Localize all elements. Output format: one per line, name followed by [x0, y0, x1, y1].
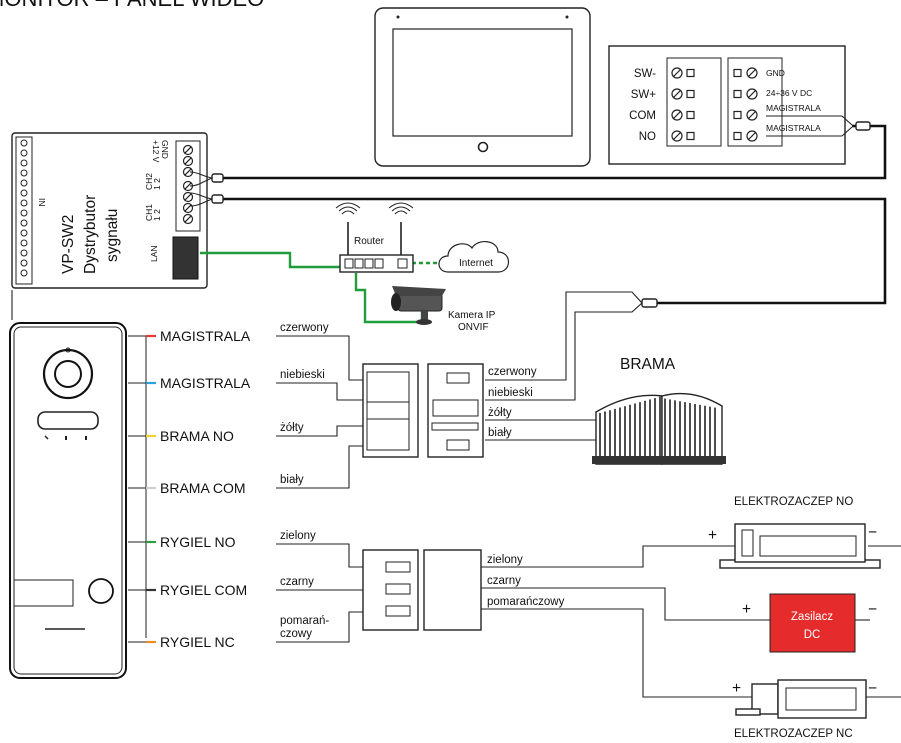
panel-terminal-7: RYGIEL NC	[128, 634, 235, 650]
terminal-sw-minus: SW-	[634, 68, 656, 80]
terminal-gnd: GND	[766, 68, 785, 78]
lock-nc-plus: +	[732, 680, 741, 697]
left-screw-terminals	[671, 67, 695, 142]
door-panel	[9, 322, 147, 679]
terminal-no: NO	[639, 131, 656, 143]
internet-cloud-icon: Internet	[438, 241, 510, 273]
gate: BRAMA	[592, 356, 726, 465]
panel-terminal-5: RYGIEL NO	[128, 534, 236, 550]
panel-terminals: MAGISTRALA MAGISTRALA BRAMA NO BRAMA COM RYG…	[128, 328, 251, 650]
name-plate	[13, 579, 74, 607]
upper-connector	[362, 363, 484, 458]
monitor-terminal-block: SW- SW+ COM NO GND 24÷36 V DC MAGISTRALA…	[608, 45, 846, 165]
wire-orange-label-1: pomarań-	[280, 615, 329, 627]
lock-no-label: ELEKTROZACZEP NO	[734, 496, 853, 508]
power-supply: Zasilacz DC + −	[742, 593, 877, 653]
distributor-left-terminals	[20, 139, 28, 277]
ip-camera-icon: Kamera IP ONVIF	[391, 286, 496, 333]
panel-terminal-label: BRAMA NO	[160, 428, 234, 444]
lock-nc: + − ELEKTROZACZEP NC	[732, 679, 877, 740]
panel-terminal-label: RYGIEL NO	[160, 534, 236, 550]
distributor-ch2-nums: 1 2	[152, 178, 162, 190]
panel-terminal-label: BRAMA COM	[160, 480, 246, 496]
header-title: MONITOR – PANEL WIDEO	[0, 0, 264, 11]
wire-green-label: zielony	[280, 530, 316, 542]
call-icon	[44, 435, 49, 440]
panel-terminal-label: MAGISTRALA	[160, 375, 251, 391]
network: Router Internet Kamera IP ONVIF	[200, 202, 510, 333]
panel-terminal-label: RYGIEL NC	[160, 634, 235, 650]
wire-blue-label: niebieski	[280, 369, 325, 381]
distributor-12v: +12 V	[151, 140, 161, 163]
monitor-button-icon	[477, 141, 489, 153]
wire-black-label-right: czarny	[487, 575, 521, 587]
wire-orange-label-right: pomarańczowy	[487, 596, 565, 608]
router-label: Router	[354, 236, 385, 247]
panel-terminal-label: MAGISTRALA	[160, 328, 251, 344]
distributor-ch1-nums: 1 2	[152, 209, 162, 221]
gate-bars	[599, 396, 716, 456]
distributor-ch2: CH2	[144, 173, 154, 190]
distributor-side-mark: IN	[37, 198, 47, 207]
psu-label-1: Zasilacz	[791, 611, 833, 623]
terminal-bus-2: MAGISTRALA	[766, 123, 821, 133]
panel-camera-lens	[54, 360, 82, 388]
wire-orange-label-2: czowy	[280, 628, 312, 640]
terminal-power: 24÷36 V DC	[766, 88, 812, 98]
wire-red-label-right: czerwony	[488, 366, 537, 378]
distributor-line2: sygnału	[104, 209, 121, 262]
wire-white-label-right: biały	[488, 427, 512, 439]
terminal-bus-1: MAGISTRALA	[766, 103, 821, 113]
wire-white-label: biały	[280, 474, 304, 486]
panel-terminal-2: MAGISTRALA	[128, 375, 251, 391]
panel-camera-ring	[42, 348, 94, 400]
psu-plus: +	[742, 601, 751, 618]
distributor-gnd: GND	[160, 140, 170, 159]
distributor-lan-label: LAN	[149, 245, 159, 262]
wifi-icon-right	[388, 202, 414, 215]
lock-no-plus: +	[708, 527, 717, 544]
lock-nc-label: ELEKTROZACZEP NC	[734, 728, 853, 740]
lower-connector	[362, 549, 482, 631]
upper-wires: czerwony niebieski żółty biały czerwony …	[276, 322, 600, 489]
trunk-cables	[11, 115, 887, 401]
terminal-com: COM	[629, 110, 656, 122]
monitor	[374, 7, 591, 167]
call-button	[88, 578, 114, 604]
panel-terminal-1: MAGISTRALA	[128, 328, 251, 344]
panel-terminal-label: RYGIEL COM	[160, 582, 247, 598]
psu-minus: −	[868, 601, 877, 618]
lower-wires: zielony czarny pomarań- czowy zielony cz…	[276, 530, 901, 698]
psu-box	[769, 593, 856, 653]
lock-no: ELEKTROZACZEP NO + −	[708, 496, 881, 569]
distributor-ch1: CH1	[144, 204, 154, 221]
lock-no-minus: −	[868, 524, 877, 541]
wire-green-label-right: zielony	[487, 554, 523, 566]
panel-terminal-6: RYGIEL COM	[128, 582, 247, 598]
right-screw-terminals	[733, 67, 758, 142]
wire-black-label: czarny	[280, 576, 314, 588]
internet-label: Internet	[459, 258, 493, 269]
camera-label-1: Kamera IP	[448, 310, 496, 321]
panel-terminal-3: BRAMA NO	[128, 428, 234, 444]
router: Router	[335, 202, 414, 273]
gate-label: BRAMA	[620, 356, 676, 373]
lock-nc-minus: −	[868, 680, 877, 697]
psu-label-2: DC	[804, 629, 821, 641]
terminal-sw-plus: SW+	[631, 89, 657, 101]
wire-yellow-label-right: żółty	[488, 407, 512, 419]
panel-terminal-4: BRAMA COM	[128, 480, 246, 496]
distributor-screw-terminals	[182, 144, 194, 225]
distributor-model: VP-SW2	[60, 215, 77, 274]
lan-port	[172, 236, 199, 280]
distributor-vp-sw2: VP-SW2 Dystrybutor sygnału GND +12 V CH1…	[11, 132, 208, 289]
wire-blue-label-right: niebieski	[488, 387, 533, 399]
wifi-icon-left	[335, 202, 361, 215]
distributor-line1: Dystrybutor	[82, 195, 99, 274]
wire-yellow-label: żółty	[280, 422, 304, 434]
wire-red-label: czerwony	[280, 322, 329, 334]
camera-label-2: ONVIF	[458, 322, 489, 333]
